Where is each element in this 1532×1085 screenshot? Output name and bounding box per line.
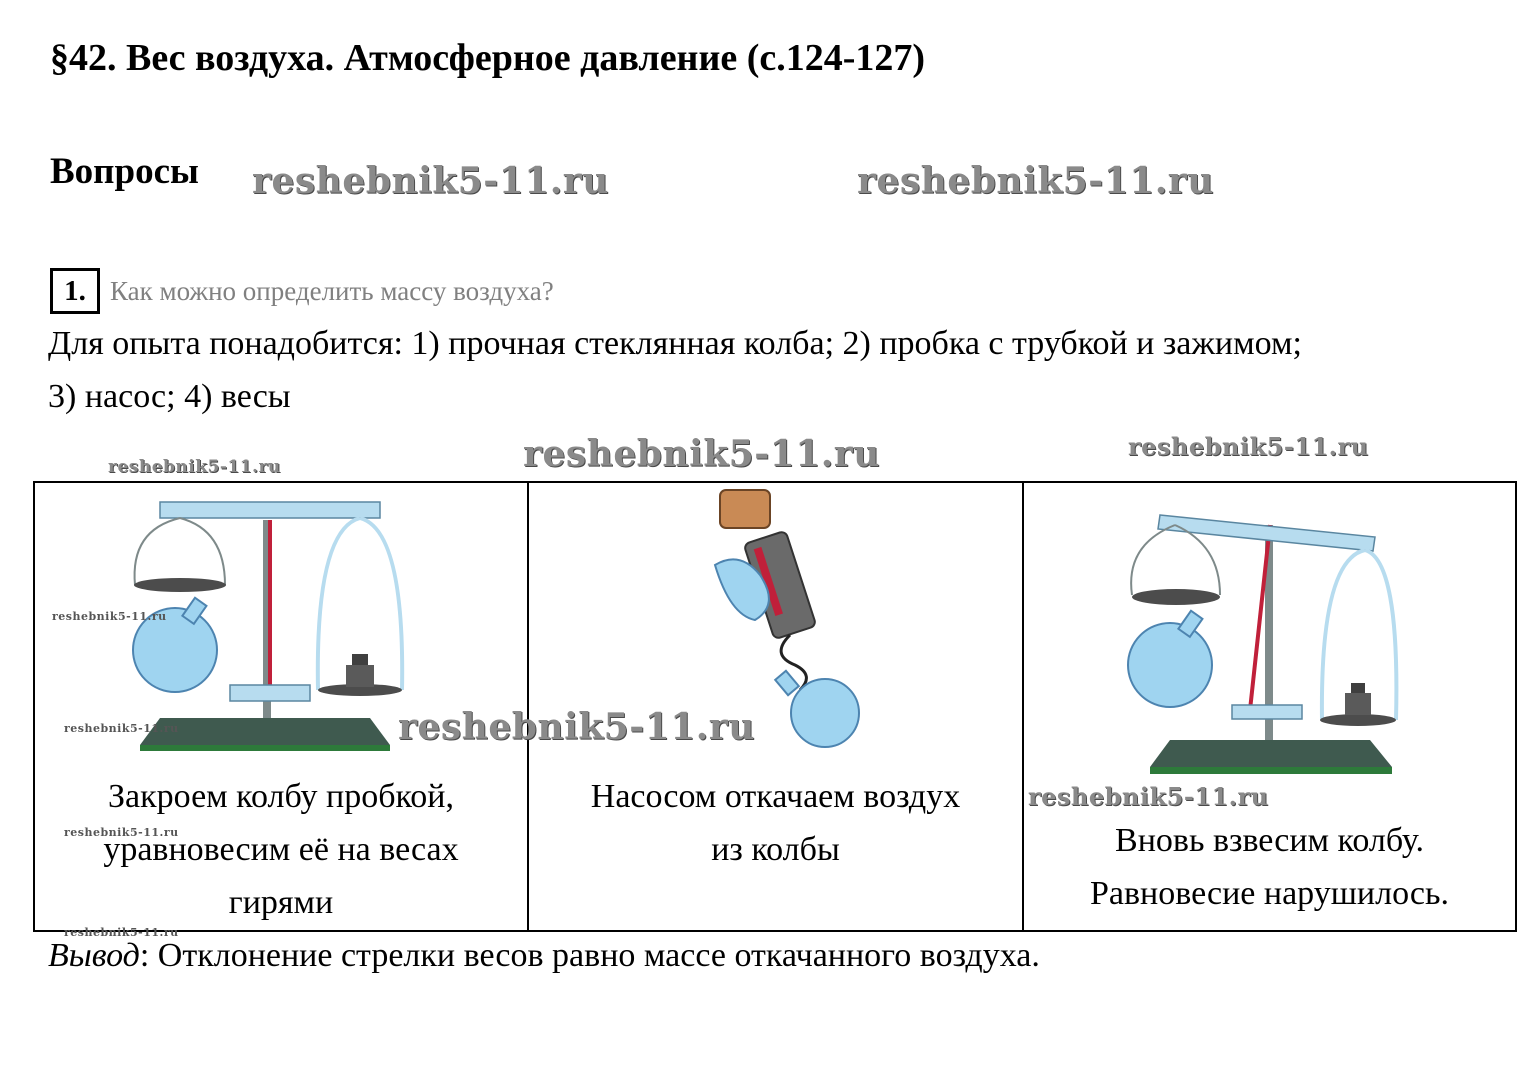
step-3-line-1: Вновь взвесим колбу.: [1115, 822, 1424, 859]
watermark: reshebnik5-11.ru: [1028, 782, 1269, 811]
step-3-line-2: Равновесие нарушилось.: [1089, 875, 1450, 912]
watermark: reshebnik5-11.ru: [52, 610, 167, 623]
balance-scale-level-icon: [132, 501, 405, 751]
watermark: reshebnik5-11.ru: [252, 160, 609, 202]
answer-line-2: 3) насос; 4) весы: [48, 378, 291, 415]
hand-pump-flask-icon: [713, 489, 860, 748]
step-1-line-2: уравновесим её на весах: [103, 831, 459, 868]
balance-scale-tilted-icon: [1127, 514, 1399, 774]
watermark: reshebnik5-11.ru: [523, 433, 880, 475]
answer-line-1: Для опыта понадобится: 1) прочная стекля…: [48, 325, 1302, 362]
experiment-table: [33, 481, 1517, 932]
conclusion-label: Вывод: [48, 937, 140, 974]
step-3-caption: Вновь взвесим колбу. Равновесие нарушило…: [1024, 814, 1515, 920]
step-2-line-2: из колбы: [711, 831, 840, 868]
watermark: reshebnik5-11.ru: [64, 722, 179, 735]
watermark: reshebnik5-11.ru: [1128, 432, 1369, 461]
question-text: Как можно определить массу воздуха?: [110, 276, 554, 306]
question-number: 1.: [50, 268, 100, 314]
step-1-line-3: гирями: [228, 884, 334, 921]
step-2-line-1: Насосом откачаем воздух: [590, 778, 961, 815]
table-divider: [1022, 481, 1024, 932]
section-heading: Вопросы: [50, 151, 199, 192]
step-1-caption: Закроем колбу пробкой, уравновесим её на…: [35, 770, 527, 929]
step-2-caption: Насосом откачаем воздух из колбы: [529, 770, 1022, 876]
watermark: reshebnik5-11.ru: [398, 706, 755, 748]
watermark: reshebnik5-11.ru: [64, 926, 179, 939]
conclusion: Вывод: Отклонение стрелки весов равно ма…: [48, 937, 1040, 975]
watermark: reshebnik5-11.ru: [64, 826, 179, 839]
page-title: §42. Вес воздуха. Атмосферное давление (…: [50, 37, 926, 79]
watermark: reshebnik5-11.ru: [857, 160, 1214, 202]
watermark: reshebnik5-11.ru: [108, 457, 281, 477]
table-divider: [527, 481, 529, 932]
conclusion-text: : Отклонение стрелки весов равно массе о…: [139, 937, 1040, 974]
step-1-line-1: Закроем колбу пробкой,: [108, 778, 454, 815]
